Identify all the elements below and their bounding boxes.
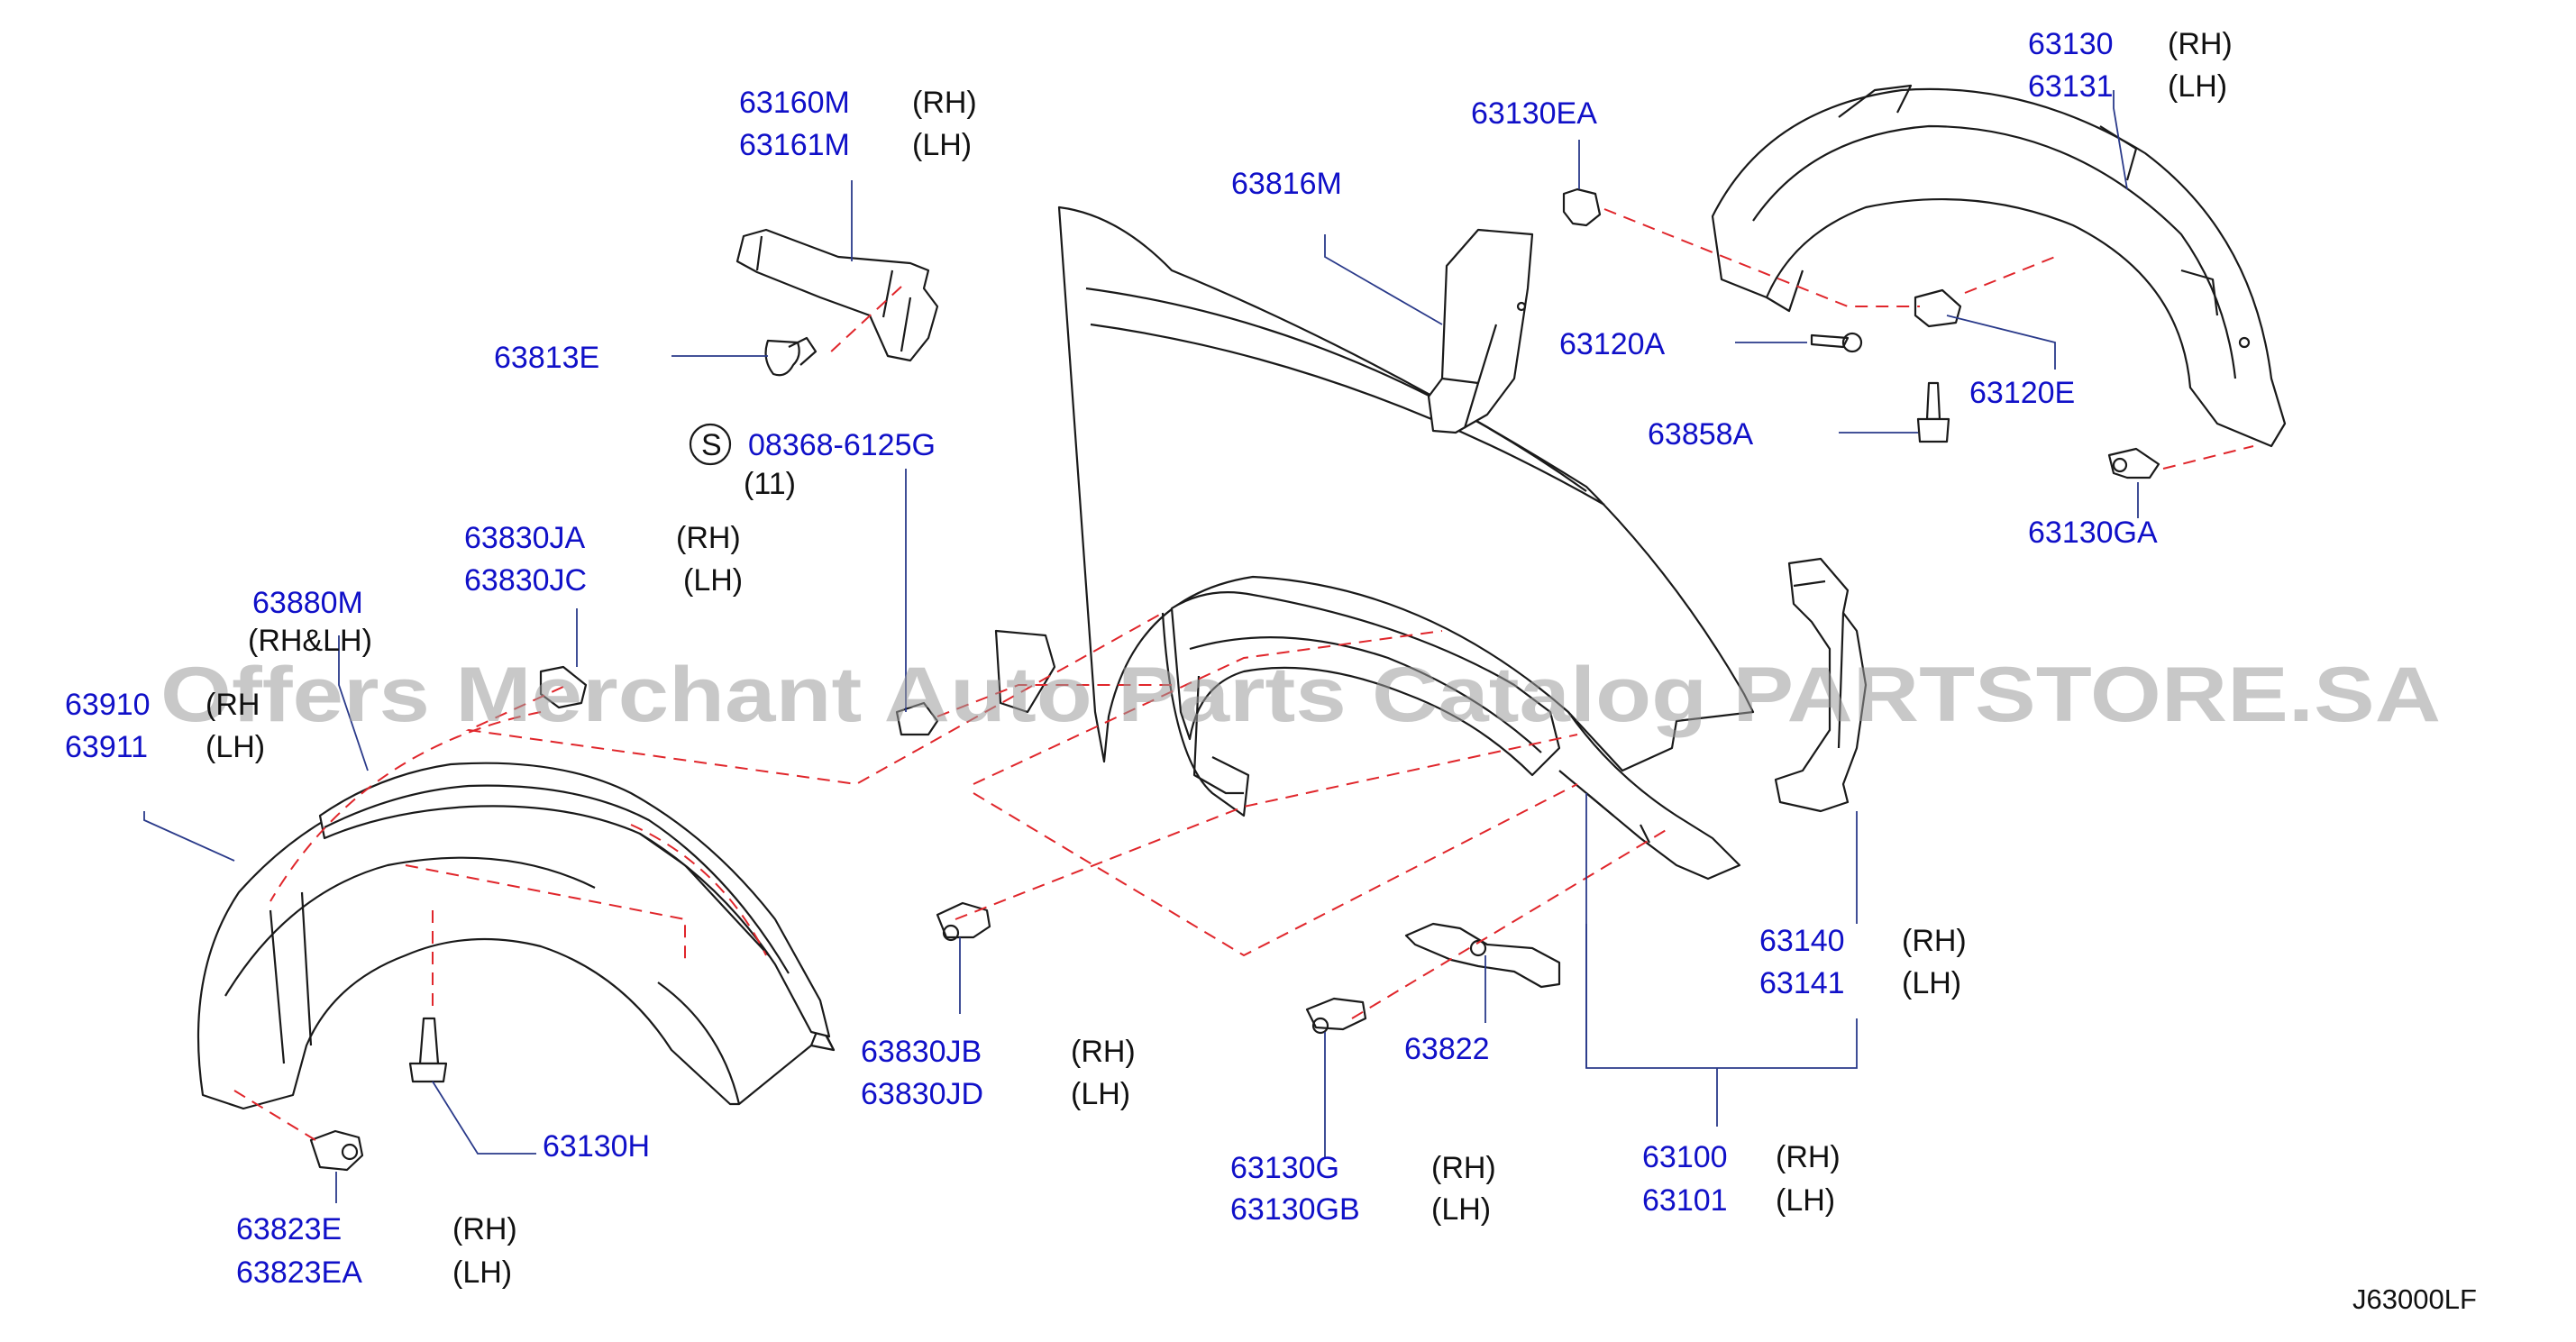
label-63830JB[interactable]: 63830JB xyxy=(861,1035,982,1069)
clip-63130G[interactable] xyxy=(1305,997,1367,1035)
screw-63858A[interactable] xyxy=(1916,381,1950,443)
label-63830JA[interactable]: 63830JA xyxy=(464,521,586,555)
front-fender-liner[interactable] xyxy=(196,777,836,1110)
label-63100[interactable]: 63100 xyxy=(1642,1140,1728,1174)
label-63160M[interactable]: 63160M xyxy=(739,86,850,120)
splash-shield[interactable] xyxy=(1170,591,1561,795)
label-rh-63130: (RH) xyxy=(2168,27,2233,61)
clip-63823E[interactable] xyxy=(309,1129,364,1172)
label-lh-63823EA: (LH) xyxy=(452,1255,512,1290)
mud-guard-bracket[interactable] xyxy=(1404,922,1561,989)
label-63911[interactable]: 63911 xyxy=(65,730,148,764)
label-63823E[interactable]: 63823E xyxy=(236,1212,342,1246)
assembly-dashed-lines xyxy=(233,208,2254,1141)
upper-front-bracket[interactable] xyxy=(735,228,939,362)
diagram-code: J63000LF xyxy=(2352,1283,2477,1315)
label-lh-63101: (LH) xyxy=(1776,1183,1835,1218)
inner-fender-liner[interactable] xyxy=(1711,84,2287,448)
label-63161M[interactable]: 63161M xyxy=(739,128,850,162)
label-63130[interactable]: 63130 xyxy=(2028,27,2114,61)
clip-63130EA[interactable] xyxy=(1562,187,1602,227)
label-rh-63830JA: (RH) xyxy=(676,521,741,555)
label-rh-63100: (RH) xyxy=(1776,1140,1841,1174)
fender-rear-bracket[interactable] xyxy=(1427,228,1534,434)
label-63830JD[interactable]: 63830JD xyxy=(861,1077,983,1111)
label-63830JC[interactable]: 63830JC xyxy=(464,563,587,598)
leader-lines xyxy=(143,90,2139,1203)
label-lh-63830JD: (LH) xyxy=(1071,1077,1130,1111)
label-rh-63830JB: (RH) xyxy=(1071,1035,1136,1069)
label-63910[interactable]: 63910 xyxy=(65,688,151,722)
label-63858A[interactable]: 63858A xyxy=(1648,417,1754,452)
watermark: Offers Merchant Auto Parts Catalog PARTS… xyxy=(160,652,2441,738)
s-symbol: S xyxy=(701,428,722,462)
label-63141[interactable]: 63141 xyxy=(1759,966,1845,1000)
label-lh-63911: (LH) xyxy=(206,730,265,764)
label-lh-63830JC: (LH) xyxy=(683,563,743,598)
label-63120A[interactable]: 63120A xyxy=(1559,327,1666,361)
label-lh-63130GB: (LH) xyxy=(1431,1192,1491,1227)
label-63131[interactable]: 63131 xyxy=(2028,69,2114,104)
clip-08368[interactable] xyxy=(895,701,939,736)
clip-63120E[interactable] xyxy=(1914,288,1962,328)
label-rh-63910: (RH xyxy=(206,688,260,722)
screw-63130H[interactable] xyxy=(408,1017,448,1083)
label-63823EA[interactable]: 63823EA xyxy=(236,1255,362,1290)
label-rh-63160M: (RH) xyxy=(912,86,977,120)
label-63130GB[interactable]: 63130GB xyxy=(1230,1192,1360,1227)
label-63880M[interactable]: 63880M xyxy=(252,586,363,620)
label-lh-63131: (LH) xyxy=(2168,69,2227,104)
side-bracket[interactable] xyxy=(1774,557,1868,813)
label-rh-lh-63880M: (RH&LH) xyxy=(248,624,372,658)
label-lh-63161M: (LH) xyxy=(912,128,972,162)
label-lh-63141: (LH) xyxy=(1902,966,1961,1000)
label-63130H[interactable]: 63130H xyxy=(543,1129,650,1164)
label-63120E[interactable]: 63120E xyxy=(1969,376,2075,410)
s-symbol-circle xyxy=(689,423,732,466)
label-08368-6125G[interactable]: 08368-6125G xyxy=(748,428,936,462)
label-63822[interactable]: 63822 xyxy=(1404,1032,1490,1066)
label-63140[interactable]: 63140 xyxy=(1759,924,1845,958)
fender-panel[interactable] xyxy=(994,205,1755,881)
bolt-63120A[interactable] xyxy=(1810,332,1863,353)
label-63101[interactable]: 63101 xyxy=(1642,1183,1728,1218)
clip-63813E[interactable] xyxy=(764,336,818,377)
label-63816M[interactable]: 63816M xyxy=(1231,167,1342,201)
label-63130EA[interactable]: 63130EA xyxy=(1471,96,1597,131)
label-qty-11: (11) xyxy=(744,467,796,501)
label-rh-63130G: (RH) xyxy=(1431,1151,1496,1185)
wheel-arch-molding[interactable] xyxy=(318,762,831,1038)
label-63130GA[interactable]: 63130GA xyxy=(2028,516,2158,550)
label-rh-63140: (RH) xyxy=(1902,924,1967,958)
label-63813E[interactable]: 63813E xyxy=(494,341,599,375)
label-63130G[interactable]: 63130G xyxy=(1230,1151,1339,1185)
label-rh-63823E: (RH) xyxy=(452,1212,517,1246)
clip-63130GA[interactable] xyxy=(2107,447,2160,479)
